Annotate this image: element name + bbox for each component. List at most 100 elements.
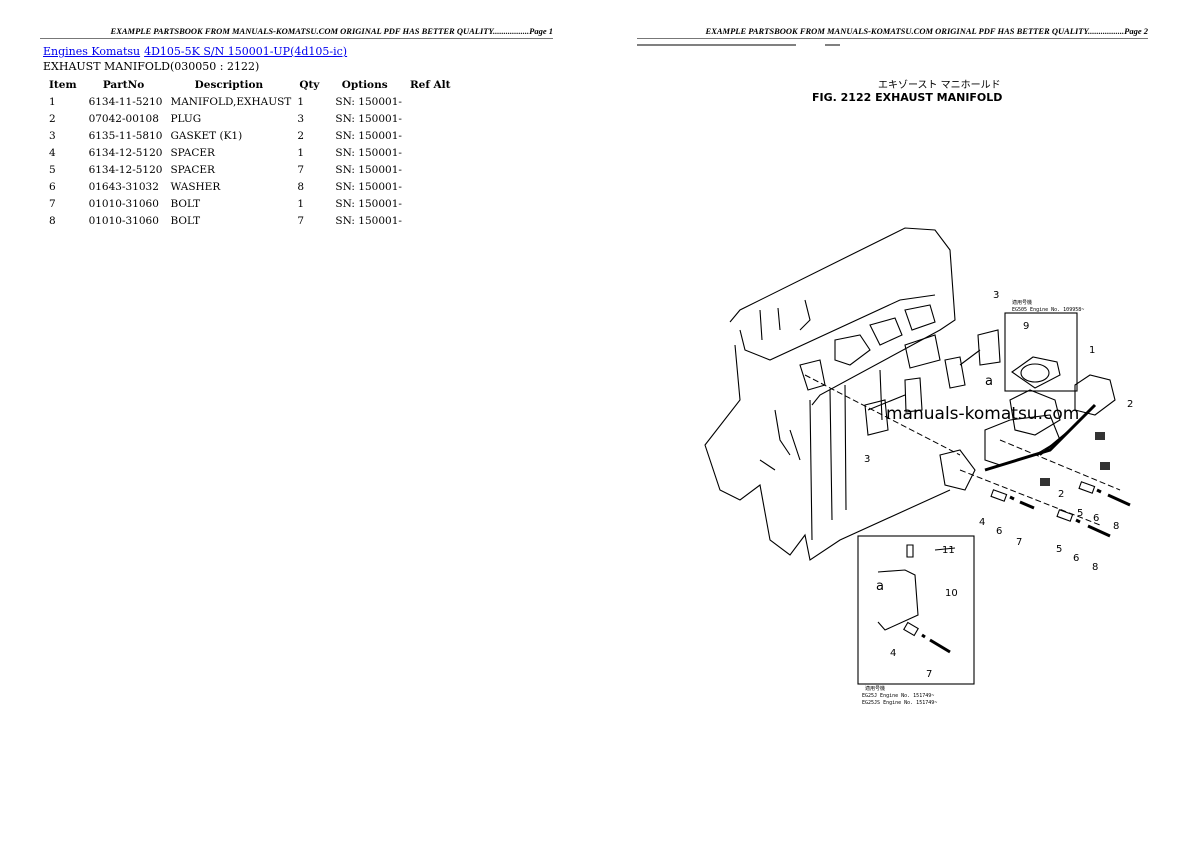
callout-3b: 3 [864,454,870,465]
cell-qty: 3 [297,112,304,125]
callout-8: 8 [1113,521,1119,532]
cell-item: 2 [49,112,56,125]
cell-ref-alt [404,127,457,144]
cell-options: SN: 150001- [335,146,402,159]
cell-qty: 7 [297,214,304,227]
callout-10: 10 [945,588,958,599]
inset-bottom: 適用号機 EG25J Engine No. 151749~ EG25JS Eng… [857,535,975,706]
inset-top: 適用号機 EG505 Engine No. 109958~ [1004,299,1084,392]
cell-qty: 1 [297,197,304,210]
cell-partno: 6134-11-5210 [88,95,163,108]
col-options: Options [341,78,388,91]
col-partno: PartNo [102,78,145,91]
cell-item: 3 [49,129,56,142]
cell-options: SN: 150001- [335,95,402,108]
callout-7b: 7 [926,669,932,680]
inset-top-note-1: 適用号機 [1012,299,1032,306]
cell-description: PLUG [170,112,202,125]
cell-qty: 7 [297,163,304,176]
callout-2: 2 [1127,399,1133,410]
callout-3: 3 [993,290,999,301]
callout-6: 6 [996,526,1002,537]
col-qty: Qty [299,78,320,91]
cell-ref-alt [404,144,457,161]
parts-table: Item PartNo Description Qty Options Ref … [43,76,457,229]
col-ref-alt: Ref Alt [409,78,451,91]
callout-a-inset: a [876,579,884,594]
cell-ref-alt [404,110,457,127]
cell-item: 1 [49,95,56,108]
cell-description: BOLT [170,214,201,227]
page-subtitle: EXHAUST MANIFOLD(030050 : 2122) [43,60,260,73]
cell-options: SN: 150001- [335,180,402,193]
cell-qty: 1 [297,146,304,159]
callout-a: a [985,374,993,389]
cell-item: 4 [49,146,56,159]
table-row: 4 6134-12-5120 SPACER 1 SN: 150001- [43,144,457,161]
cell-options: SN: 150001- [335,163,402,176]
cell-partno: 01643-31032 [88,180,159,193]
table-row: 7 01010-31060 BOLT 1 SN: 150001- [43,195,457,212]
page-2-header: EXAMPLE PARTSBOOK FROM MANUALS-KOMATSU.C… [637,26,1148,39]
inset-bottom-note-1: 適用号機 [865,685,885,692]
cell-qty: 8 [297,180,304,193]
page-1-header: EXAMPLE PARTSBOOK FROM MANUALS-KOMATSU.C… [40,26,553,39]
table-header-row: Item PartNo Description Qty Options Ref … [43,76,457,93]
cell-ref-alt [404,195,457,212]
cell-ref-alt [404,178,457,195]
cell-partno: 01010-31060 [88,197,159,210]
cell-qty: 1 [297,95,304,108]
callout-7: 7 [1016,537,1022,548]
cell-options: SN: 150001- [335,129,402,142]
callout-1: 1 [1089,345,1095,356]
figure-title-jp: エキゾースト マニホールド [878,79,1001,91]
exhaust-manifold-diagram: エキゾースト マニホールド FIG. 2122 EXHAUST MANIFOLD [637,44,1133,706]
callout-labels: 1 2 2 3 3 4 4 5 5 6 6 6 7 7 8 8 9 10 11 … [864,290,1133,680]
col-item: Item [49,78,77,91]
cell-ref-alt [404,212,457,229]
cell-description: BOLT [170,197,201,210]
table-row: 2 07042-00108 PLUG 3 SN: 150001- [43,110,457,127]
cell-ref-alt [404,93,457,110]
gasket-parts [864,329,1001,436]
table-row: 3 6135-11-5810 GASKET (K1) 2 SN: 150001- [43,127,457,144]
cell-item: 7 [49,197,56,210]
cell-description: GASKET (K1) [170,129,243,142]
callout-2b: 2 [1058,489,1064,500]
cell-options: SN: 150001- [335,112,402,125]
engine-block-drawing [704,227,961,561]
cell-description: MANIFOLD,EXHAUST [170,95,292,108]
cell-description: SPACER [170,146,215,159]
cell-options: SN: 150001- [335,197,402,210]
cell-partno: 6134-12-5120 [88,146,163,159]
callout-8b: 8 [1092,562,1098,573]
callout-9: 9 [1023,321,1029,332]
cell-qty: 2 [297,129,304,142]
cell-options: SN: 150001- [335,214,402,227]
callout-5: 5 [1077,508,1083,519]
callout-6c: 6 [1073,553,1079,564]
cell-partno: 6134-12-5120 [88,163,163,176]
callout-11: 11 [942,545,955,556]
cell-partno: 07042-00108 [88,112,159,125]
cell-partno: 6135-11-5810 [88,129,163,142]
inset-bottom-note-2: EG25J Engine No. 151749~ [862,693,934,699]
col-description: Description [194,78,264,91]
cell-description: SPACER [170,163,215,176]
figure-title: FIG. 2122 EXHAUST MANIFOLD [812,91,1002,104]
cell-item: 5 [49,163,56,176]
breadcrumb-link-engines-komatsu[interactable]: Engines Komatsu [43,45,141,58]
table-row: 5 6134-12-5120 SPACER 7 SN: 150001- [43,161,457,178]
manifold-drawing [939,374,1131,538]
watermark: manuals-komatsu.com [886,404,1079,424]
callout-5b: 5 [1056,544,1062,555]
callout-4: 4 [979,517,985,528]
inset-bottom-note-3: EG25JS Engine No. 151749~ [862,700,937,706]
breadcrumb-link-model[interactable]: 4D105-5K S/N 150001-UP(4d105-ic) [144,45,348,58]
cell-item: 6 [49,180,56,193]
callout-6b: 6 [1093,513,1099,524]
inset-top-note-2: EG505 Engine No. 109958~ [1012,307,1084,313]
